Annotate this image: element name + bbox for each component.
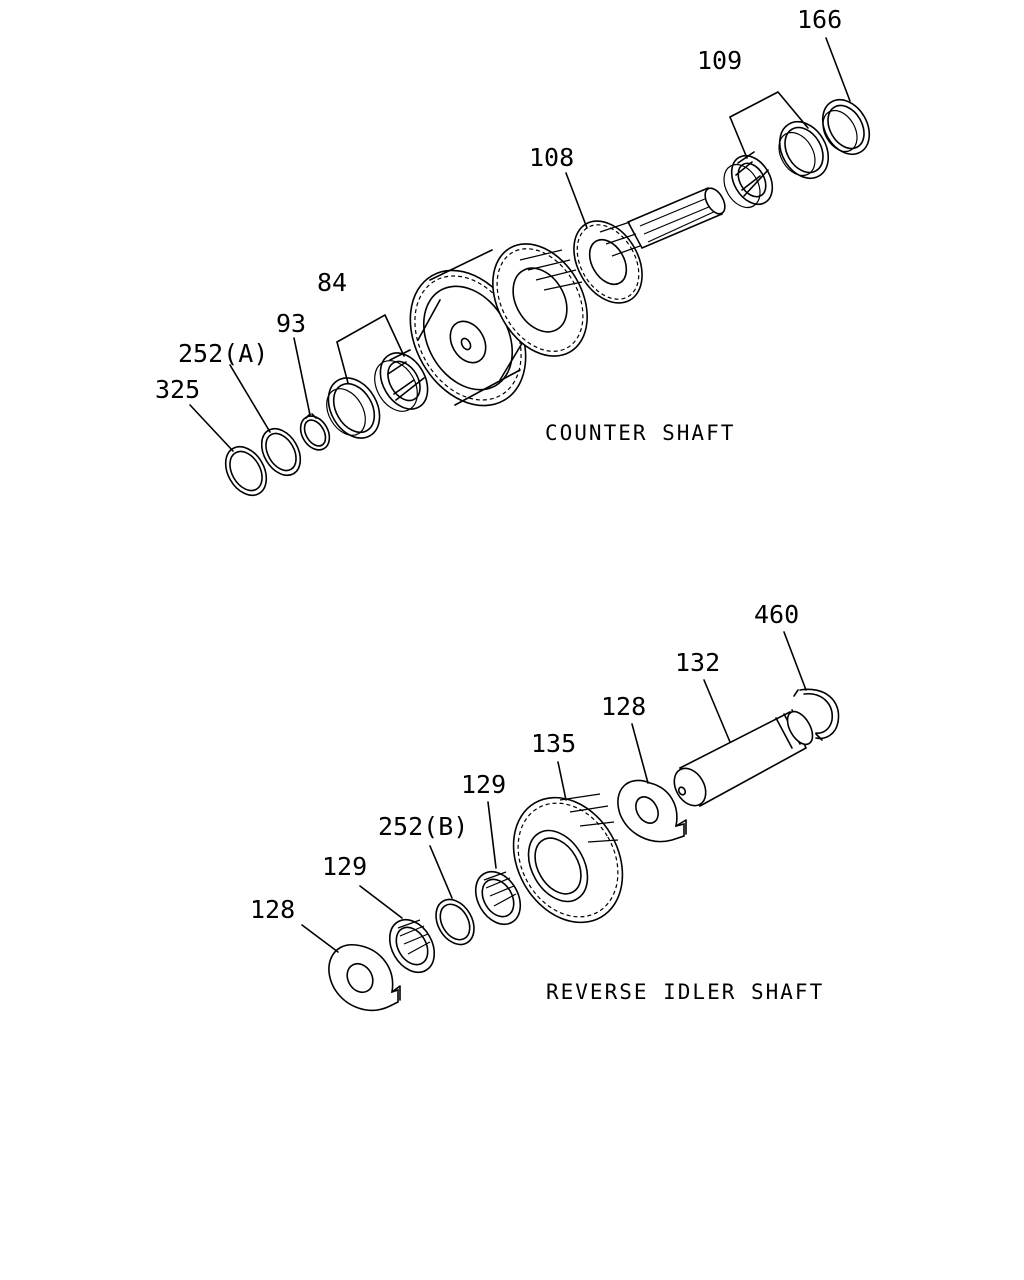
callout-166: 166 xyxy=(797,5,842,34)
callout-460: 460 xyxy=(754,600,799,629)
part-84-bearing-cone[interactable] xyxy=(366,345,437,419)
part-93-snap-ring[interactable] xyxy=(295,411,336,455)
part-128-thrust-washer-lower[interactable] xyxy=(328,944,401,1012)
part-129-needle-bearing-upper[interactable] xyxy=(467,864,530,932)
counter-shaft-callouts: 166 109 108 84 93 252(A) 325 xyxy=(155,5,842,404)
part-325-ring[interactable] xyxy=(217,439,274,502)
part-252b-shim[interactable] xyxy=(428,893,481,952)
callout-108: 108 xyxy=(529,143,574,172)
part-108-counter-shaft[interactable] xyxy=(387,185,729,426)
counter-shaft-leader-lines xyxy=(189,37,851,452)
reverse-idler-callouts: 460 132 128 135 129 252(B) 129 128 xyxy=(250,600,799,924)
counter-shaft-assembly: 166 109 108 84 93 252(A) 325 COUNTER SHA… xyxy=(155,5,878,502)
part-128-thrust-washer-upper[interactable] xyxy=(617,779,687,843)
callout-252b: 252(B) xyxy=(378,812,468,841)
callout-135: 135 xyxy=(531,729,576,758)
part-109-bearing-cone[interactable] xyxy=(717,148,781,213)
reverse-idler-shaft-title: REVERSE IDLER SHAFT xyxy=(546,980,824,1004)
callout-132: 132 xyxy=(675,648,720,677)
part-109-bearing-cup[interactable] xyxy=(770,113,838,187)
part-460-snap-ring[interactable] xyxy=(793,688,840,741)
callout-325: 325 xyxy=(155,375,200,404)
callout-128-lower: 128 xyxy=(250,895,295,924)
callout-129-upper: 129 xyxy=(461,770,506,799)
part-129-needle-bearing-lower[interactable] xyxy=(381,912,444,980)
callout-84: 84 xyxy=(317,268,347,297)
counter-shaft-title: COUNTER SHAFT xyxy=(545,421,735,445)
part-135-reverse-idler-gear[interactable] xyxy=(492,778,645,942)
part-84-bearing-cup[interactable] xyxy=(318,369,390,447)
callout-252a: 252(A) xyxy=(178,339,268,368)
callout-128-upper: 128 xyxy=(601,692,646,721)
part-166-ring[interactable] xyxy=(813,91,878,162)
reverse-idler-leader-lines xyxy=(301,631,807,953)
part-132-idler-shaft[interactable] xyxy=(668,707,818,811)
callout-109: 109 xyxy=(697,46,742,75)
callout-129-lower: 129 xyxy=(322,852,367,881)
callout-93: 93 xyxy=(276,309,306,338)
reverse-idler-shaft-assembly: 460 132 128 135 129 252(B) 129 128 REVER… xyxy=(250,600,840,1012)
